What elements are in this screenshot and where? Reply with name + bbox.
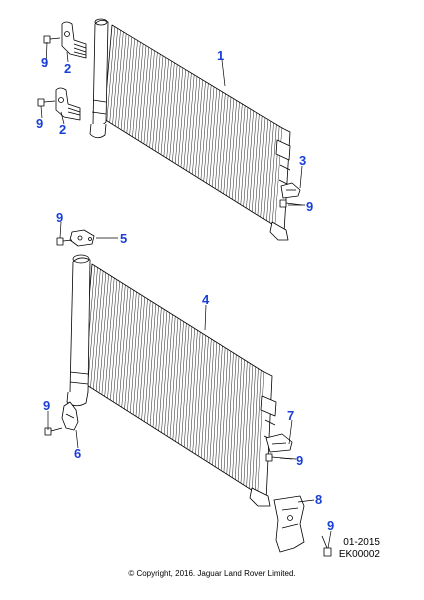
callout-9-b: 9 (36, 116, 43, 131)
bracket-7 (265, 433, 293, 453)
bracket-2-upper (61, 21, 87, 59)
copyright-notice: © Copyright, 2016. Jaguar Land Rover Lim… (128, 569, 296, 578)
bolt-9-bottom (321, 535, 332, 557)
reference-date: 01-2015 (343, 537, 380, 548)
bolt-9-clip (56, 237, 73, 246)
condenser-lower (66, 254, 277, 507)
bracket-8 (273, 495, 305, 553)
callout-4: 4 (202, 292, 210, 307)
callout-7: 7 (287, 408, 294, 423)
bolt-9-right-upper (279, 199, 303, 208)
callout-9-e: 9 (43, 398, 50, 413)
clip-5 (69, 229, 95, 247)
condenser-upper (89, 18, 291, 241)
callout-9-f: 9 (296, 453, 303, 468)
callout-9-c: 9 (306, 199, 313, 214)
callout-2-b: 2 (59, 122, 66, 137)
bracket-2-lower (55, 87, 81, 121)
callout-9-a: 9 (41, 55, 48, 70)
callouts: 1 2 2 3 4 5 6 7 8 9 9 9 9 9 9 9 (36, 48, 334, 533)
reference-code: EK00002 (338, 549, 380, 560)
bolt-9-lower-right (265, 453, 293, 462)
callout-9-g: 9 (327, 518, 334, 533)
callout-9-d: 9 (56, 210, 63, 225)
callout-5: 5 (120, 231, 127, 246)
bolt-9-upper-a (43, 35, 61, 44)
bolt-9-lower-left (44, 427, 63, 436)
leader-lines (40, 41, 332, 549)
bracket-3 (280, 182, 301, 199)
bolt-9-upper-b (37, 98, 56, 107)
callout-2-a: 2 (64, 61, 71, 76)
callout-8: 8 (315, 492, 322, 507)
callout-3: 3 (299, 153, 306, 168)
callout-1: 1 (217, 48, 224, 63)
callout-6: 6 (74, 446, 81, 461)
bracket-6 (61, 401, 79, 431)
